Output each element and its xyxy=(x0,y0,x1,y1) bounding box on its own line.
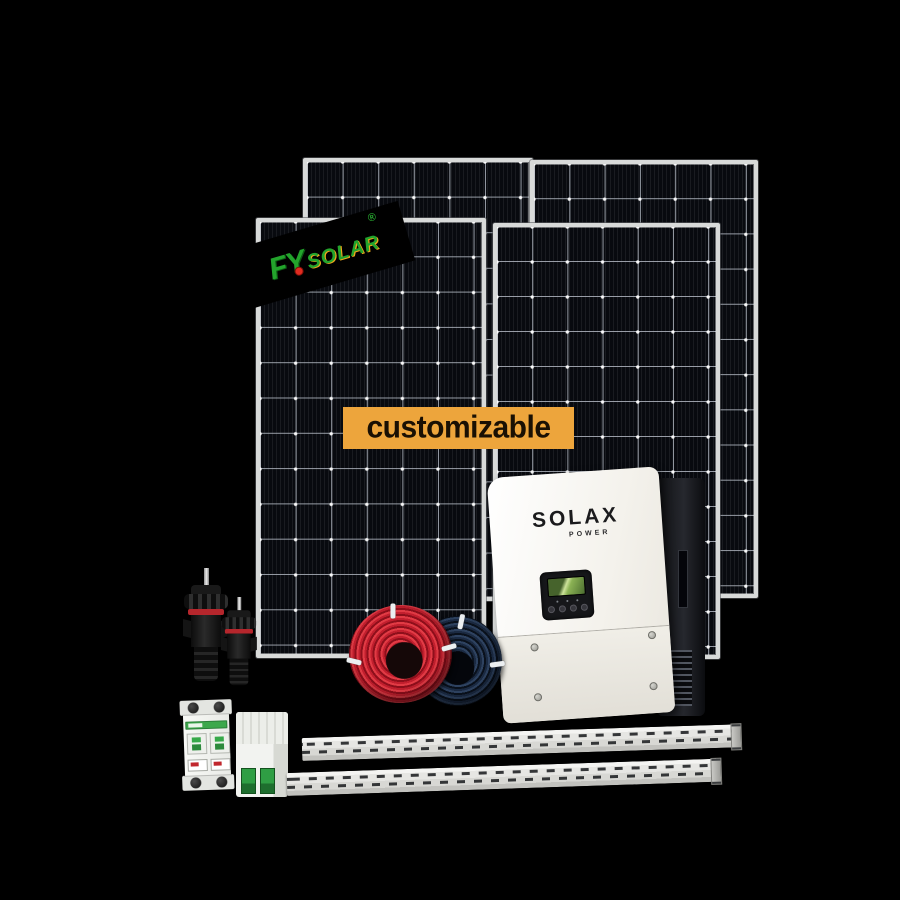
connector-red-ring xyxy=(188,609,224,615)
connector-body xyxy=(191,615,221,647)
bracket-vents xyxy=(670,650,692,706)
connector-plug xyxy=(194,647,218,681)
connector-red-ring xyxy=(224,628,253,634)
lcd-screen xyxy=(546,575,586,598)
inverter: SOLAX POWER xyxy=(486,464,709,724)
cable-tie xyxy=(346,657,362,666)
customizable-banner-label: customizable xyxy=(366,410,551,445)
breaker-indicator-windows xyxy=(187,758,231,772)
rail-end-cap xyxy=(730,723,743,751)
mounting-rail-2 xyxy=(286,757,723,796)
display-buttons xyxy=(542,603,594,614)
mc4-connector-small xyxy=(221,597,257,686)
inverter-lower-section xyxy=(497,624,676,724)
connector-nut xyxy=(221,617,257,629)
inverter-brand: SOLAX POWER xyxy=(489,500,663,544)
breaker-indicator xyxy=(187,758,208,772)
connector-body xyxy=(227,633,251,659)
breaker-ridges xyxy=(236,712,288,744)
breaker-clip xyxy=(260,768,275,794)
registered-mark: ® xyxy=(366,210,378,225)
breaker-label-band xyxy=(185,720,228,730)
connector-cap xyxy=(191,585,221,595)
circuit-breaker-side xyxy=(236,712,288,797)
customizable-banner: customizable xyxy=(343,407,574,449)
mc4-connector-large xyxy=(183,568,229,681)
circuit-breaker-front xyxy=(179,699,235,791)
brand-text-fy: FY xyxy=(264,244,310,287)
brand-text-solar: SOLAR xyxy=(304,231,383,274)
breaker-body xyxy=(182,714,232,776)
connector-pin xyxy=(203,568,209,585)
bracket-slot xyxy=(678,550,688,608)
connector-pin xyxy=(236,597,241,611)
inverter-display xyxy=(539,569,595,621)
breaker-toggle xyxy=(186,733,208,755)
breaker-terminals-bottom xyxy=(182,774,235,791)
connector-cap xyxy=(227,610,251,619)
inverter-body: SOLAX POWER xyxy=(486,466,676,724)
breaker-toggles xyxy=(186,732,231,755)
breaker-clip xyxy=(241,768,256,794)
rail-end-cap xyxy=(710,757,723,785)
connector-plug xyxy=(229,658,249,686)
cable-tie xyxy=(390,603,396,619)
breaker-indicator xyxy=(210,758,231,771)
mounting-rail-1 xyxy=(301,723,743,761)
connector-nut xyxy=(184,594,228,609)
breaker-toggle xyxy=(209,732,231,754)
cable-tie xyxy=(457,613,466,630)
